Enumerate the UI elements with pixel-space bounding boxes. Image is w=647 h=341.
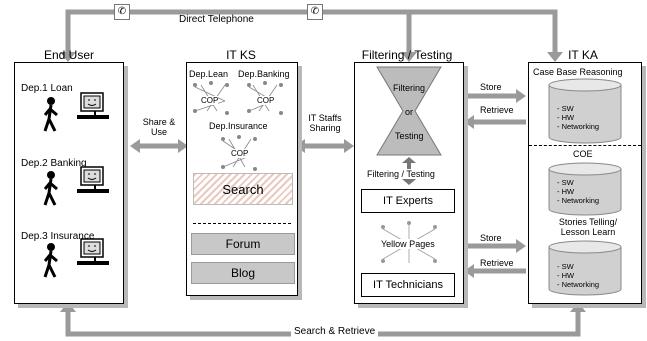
filtering-testing-title: Filtering / Testing <box>361 48 453 62</box>
divider <box>529 145 641 146</box>
db-item: - HW <box>557 113 575 122</box>
cop-label: COP <box>231 149 249 158</box>
retrieve-label: Retrieve <box>480 105 514 115</box>
retrieve-label: Retrieve <box>480 258 514 268</box>
filtering-testing-label: Filtering / Testing <box>367 169 435 179</box>
cop-label: COP <box>201 96 219 105</box>
hourglass-icon <box>376 66 442 263</box>
it-ks-panel: Dep.Lean Dep.Banking Dep.Insurance COP C… <box>186 62 298 296</box>
walking-person-icon <box>43 243 58 278</box>
db-item: - Networking <box>557 280 600 289</box>
arrowhead-end-user-bottom <box>60 302 76 312</box>
end-user-figures <box>43 92 109 278</box>
direct-telephone-label: Direct Telephone <box>179 14 254 25</box>
it-technicians-box[interactable]: IT Technicians <box>361 273 455 297</box>
db-item: - SW <box>557 178 574 187</box>
database-icon <box>548 78 622 144</box>
it-experts-box[interactable]: IT Experts <box>361 189 455 213</box>
it-ks-title: IT KS <box>226 48 256 62</box>
database-cylinders <box>548 78 622 296</box>
dep-lean-label: Dep.Lean <box>189 69 229 79</box>
share-use-label: Share & Use <box>142 117 176 137</box>
coe-label: COE <box>573 149 593 159</box>
divider <box>193 223 291 224</box>
telephone-icon: ✆ <box>114 4 130 20</box>
arrowhead-it-ka-bottom <box>570 302 586 312</box>
filtering-panel: Filtering or Testing Filtering / Testing… <box>354 62 464 304</box>
department-label: Dep.2 Banking <box>21 158 87 169</box>
end-user-panel: Dep.1 Loan Dep.2 Banking Dep.3 Insurance <box>14 62 124 304</box>
dep-banking-label: Dep.Banking <box>238 69 290 79</box>
yellow-pages-label: Yellow Pages <box>381 239 435 249</box>
search-box[interactable]: Search <box>193 173 293 205</box>
it-ka-panel: Case Base Reasoning COE Stories Telling/… <box>528 62 642 304</box>
search-retrieve-label: Search & Retrieve <box>291 326 379 337</box>
case-base-reasoning-label: Case Base Reasoning <box>533 67 623 77</box>
store-label: Store <box>480 233 502 243</box>
database-icon <box>548 162 622 216</box>
store-label: Store <box>480 82 502 92</box>
arrowhead-filtering-top <box>401 52 417 62</box>
stories-telling-label: Stories Telling/ Lesson Learn <box>558 217 618 237</box>
telephone-icon: ✆ <box>307 4 323 20</box>
department-label: Dep.1 Loan <box>21 83 73 94</box>
database-icon <box>548 240 622 296</box>
hourglass-mid-label: or <box>405 107 414 117</box>
hourglass-top-label: Filtering <box>393 83 426 93</box>
computer-icon <box>77 92 109 119</box>
dep-insurance-label: Dep.Insurance <box>209 121 268 131</box>
it-staffs-sharing-label: IT Staffs Sharing <box>308 113 342 133</box>
cop-label: COP <box>257 96 275 105</box>
db-item: - SW <box>557 262 574 271</box>
blog-button[interactable]: Blog <box>191 262 295 284</box>
walking-person-icon <box>43 171 58 206</box>
arrowhead-end-user-top <box>60 52 76 62</box>
db-item: - SW <box>557 104 574 113</box>
search-label: Search <box>222 181 264 197</box>
it-ka-title: IT KA <box>568 48 598 62</box>
hourglass-bottom-label: Testing <box>395 131 424 141</box>
db-item: - Networking <box>557 196 600 205</box>
db-item: - Networking <box>557 122 600 131</box>
department-label: Dep.3 Insurance <box>21 231 95 242</box>
end-user-title: End User <box>43 48 95 62</box>
computer-icon <box>77 238 109 265</box>
arrowhead-it-ka-top <box>547 52 563 62</box>
db-item: - HW <box>557 187 575 196</box>
db-item: - HW <box>557 271 575 280</box>
walking-person-icon <box>43 97 58 132</box>
computer-icon <box>77 166 109 193</box>
forum-button[interactable]: Forum <box>191 233 295 255</box>
